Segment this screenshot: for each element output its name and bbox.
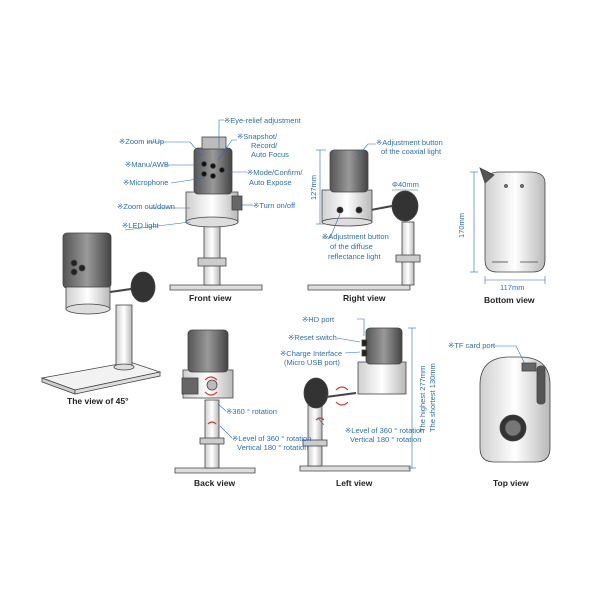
label-snapshot-2: Record/ xyxy=(251,141,278,150)
right-view-illustration xyxy=(307,149,421,291)
bottom-view-illustration xyxy=(479,167,546,273)
label-bottom-width: 117mm xyxy=(500,283,525,292)
top-view-illustration xyxy=(479,356,551,463)
back-rotation-arrows xyxy=(204,376,218,425)
label-zoom-in: ※Zoom in/Up xyxy=(119,137,165,146)
label-snapshot-3: Auto Focus xyxy=(251,150,289,159)
label-reset-switch: ※Reset switch xyxy=(288,333,337,342)
label-diffuse-3: reflectance light xyxy=(328,252,381,261)
left-view-illustration xyxy=(299,327,411,472)
label-back-level-1: ※Level of 360 ° rotation xyxy=(232,434,312,443)
label-charge-1: ※Charge Interface xyxy=(280,349,343,358)
caption-bottom-view: Bottom view xyxy=(484,295,535,305)
caption-front-view: Front view xyxy=(189,293,232,303)
label-tf-card: ※TF card port xyxy=(448,341,496,350)
label-diffuse-2: of the diffuse xyxy=(330,242,373,251)
caption-top-view: Top view xyxy=(493,478,529,488)
label-microphone: ※Microphone xyxy=(123,178,169,187)
caption-back-view: Back view xyxy=(194,478,236,488)
label-mode-1: ※Mode/Confirm/ xyxy=(247,168,303,177)
label-back-rotation: ※360 ° rotation xyxy=(226,407,277,416)
label-diffuse-1: ※Adjustment button xyxy=(322,232,389,241)
left-rotation-arrows xyxy=(315,386,349,421)
caption-right-view: Right view xyxy=(343,293,386,303)
label-highest: The highest 277mm xyxy=(418,365,427,432)
label-charge-2: (Micro USB port) xyxy=(284,358,340,367)
label-left-level-2: Vertical 180 ° rotation xyxy=(350,435,422,444)
label-coax-1: ※Adjustment button xyxy=(376,138,443,147)
label-hd-port: ※HD port xyxy=(302,315,335,324)
label-back-level-2: Vertical 180 ° rotation xyxy=(237,443,309,452)
label-snapshot-1: ※Snapshot/ xyxy=(237,132,278,141)
label-left-level-1: ※Level of 360 ° rotation xyxy=(345,426,425,435)
label-diameter: Φ40mm xyxy=(392,180,419,189)
caption-left-view: Left view xyxy=(336,478,373,488)
view-45-illustration xyxy=(40,232,162,395)
label-mode-2: Auto Expose xyxy=(249,178,292,187)
right-dimensions xyxy=(316,143,418,239)
caption-45-view: The view of 45° xyxy=(67,396,129,406)
label-shortest: The shortest 130mm xyxy=(428,363,437,432)
label-right-height: 127mm xyxy=(309,174,318,200)
label-manu-awb: ※Manu/AWB xyxy=(125,160,169,169)
label-eye-relief: ※Eye-relief adjustment xyxy=(224,116,301,125)
label-bottom-height: 170mm xyxy=(457,212,466,238)
label-led-light: ※LED light xyxy=(122,221,159,230)
front-view-illustration xyxy=(169,136,263,291)
front-leader-lines xyxy=(124,119,253,231)
label-coax-2: of the coaxial light xyxy=(381,147,442,156)
bottom-dimensions xyxy=(470,171,546,284)
label-turn-on-off: ※Turn on/off xyxy=(253,201,296,210)
label-zoom-out: ※Zoom out/down xyxy=(117,202,175,211)
back-view-illustration xyxy=(174,329,256,474)
